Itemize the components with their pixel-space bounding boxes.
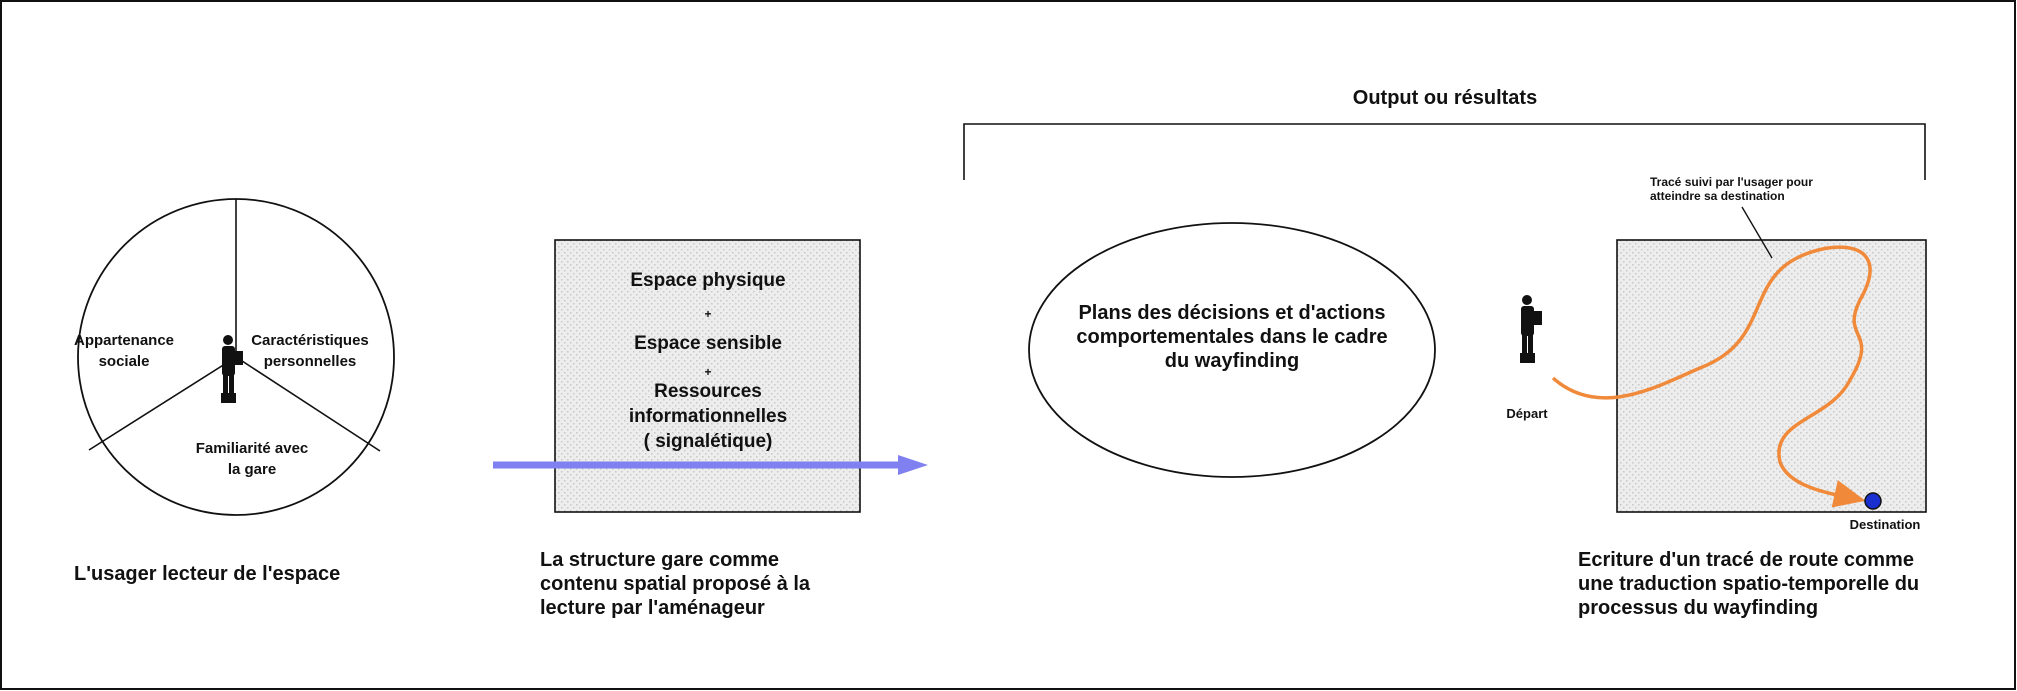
station-line-5: Ressources [654,381,762,402]
path-note-line1: Tracé suivi par l'usager pour [1650,175,1813,189]
sector-left-line2: sociale [99,353,150,370]
station-caption-1: La structure gare comme [540,549,779,571]
decision-oval [1028,222,1436,478]
end-label: Destination [1850,517,1921,532]
destination-dot [1864,492,1882,510]
path-note-leader [1741,206,1773,259]
sector-left-line1: Appartenance [74,332,174,349]
oval-line-3: du wayfinding [1165,350,1299,372]
start-label: Départ [1506,406,1548,421]
station-line-6: informationnelles [629,406,787,427]
route-caption-3: processus du wayfinding [1578,597,1818,619]
sector-right-line1: Caractéristiques [251,332,369,349]
station-line-3: Espace sensible [634,333,782,354]
output-bracket [963,123,1926,180]
circle-caption: L'usager lecteur de l'espace [74,563,340,585]
station-box-text: Espace physique + Espace sensible + Ress… [629,270,787,452]
station-line-7: ( signalétique) [644,431,773,452]
route-caption-2: une traduction spatio-temporelle du [1578,573,1919,595]
oval-line-1: Plans des décisions et d'actions [1078,302,1385,324]
path-note-line2: atteindre sa destination [1650,189,1785,203]
station-caption-3: lecture par l'aménageur [540,597,765,619]
route-caption-1: Ecriture d'un tracé de route comme [1578,549,1914,571]
flow-arrow [493,455,928,475]
sector-right-line2: personnelles [264,353,357,370]
route-path [1551,245,1872,508]
output-header: Output ou résultats [1353,87,1537,109]
person-icon [1520,295,1542,363]
sector-bottom-line2: la gare [228,461,276,478]
sector-bottom-line1: Familiarité avec [196,440,309,457]
station-line-1: Espace physique [630,270,785,291]
station-line-4: + [704,365,711,379]
oval-line-2: comportementales dans le cadre [1076,326,1387,348]
user-circle: Appartenance sociale Caractéristiques pe… [74,198,395,516]
station-line-2: + [704,307,711,321]
station-caption-2: contenu spatial proposé à la [540,573,811,595]
route-box [1616,239,1927,513]
